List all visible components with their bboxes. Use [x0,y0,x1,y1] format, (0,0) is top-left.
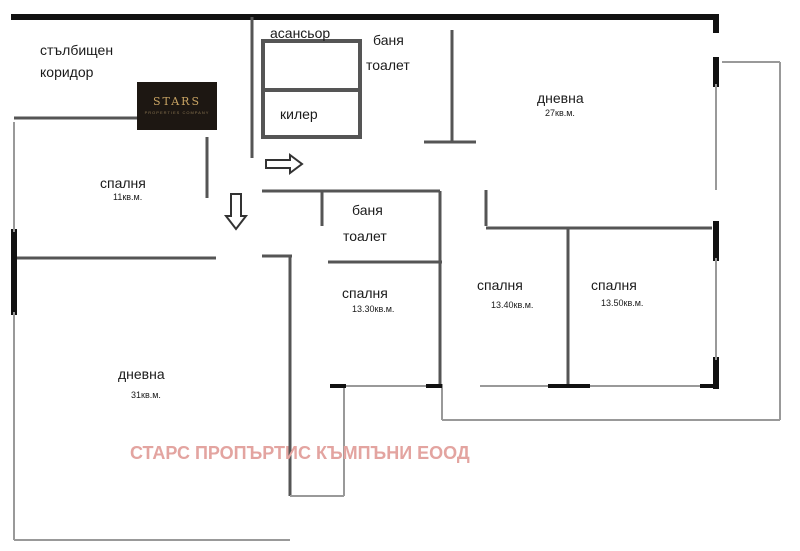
bath2-label: баня [352,202,383,218]
storage-label: килер [280,106,318,122]
toilet2-label: тоалет [343,228,387,244]
living-left-area: 31кв.м. [131,390,161,400]
interior-walls [14,17,712,496]
arrow-down-icon [223,193,249,231]
bedroom-right-label: спалня [591,277,637,293]
arrow-right-icon [265,153,304,175]
bedroom-mid-area: 13.40кв.м. [491,300,534,310]
stars-logo: STARS PROPERTIES COMPANY [137,82,217,130]
windows [13,61,781,541]
living-right-area: 27кв.м. [545,108,575,118]
living-left-label: дневна [118,366,165,382]
company-watermark: СТАРС ПРОПЪРТИС КЪМПЪНИ ЕООД [130,443,470,463]
stairs-corridor-label: стълбищен [40,42,114,58]
bedroom-right-area: 13.50кв.м. [601,298,644,308]
stairs-corridor-label-2: коридор [40,64,94,80]
bedroom-center-label: спалня [342,285,388,301]
bath1-label: баня [373,32,404,48]
elevator-label: асансьор [270,25,331,41]
bedroom-left-label: спалня [100,175,146,191]
toilet1-label: тоалет [366,57,410,73]
bedroom-center-area: 13.30кв.м. [352,304,395,314]
exterior-walls [11,14,719,389]
bedroom-mid-label: спалня [477,277,523,293]
bedroom-left-area: 11кв.м. [113,192,143,202]
living-right-label: дневна [537,90,584,106]
